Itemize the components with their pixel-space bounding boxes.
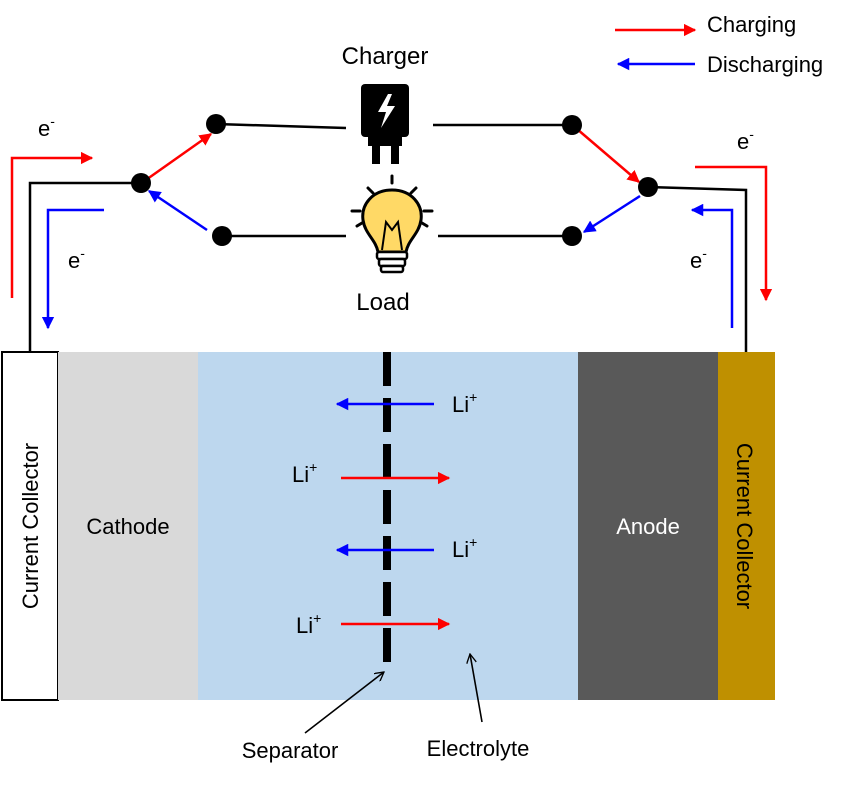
- charger-plug-icon: [361, 84, 409, 164]
- junction-dots: [131, 114, 658, 246]
- discharging-electron-arrow-right: [690, 203, 734, 328]
- legend: Charging Discharging: [615, 12, 823, 77]
- legend-charging-label: Charging: [707, 12, 796, 37]
- anode-label: Anode: [616, 514, 680, 539]
- discharging-switch-arrow-right: [582, 194, 641, 234]
- charging-electron-arrow-left: [10, 151, 94, 298]
- charger-wire-left: [215, 122, 347, 130]
- junction-dot: [562, 115, 582, 135]
- ion-label-1: Li+: [452, 389, 477, 417]
- load-label: Load: [356, 289, 409, 316]
- left-lead-wire: [28, 181, 141, 352]
- junction-dot: [131, 173, 151, 193]
- junction-dot: [638, 177, 658, 197]
- discharging-switch-arrow-left: [147, 189, 208, 232]
- ion-label-3: Li+: [452, 534, 477, 562]
- electron-label-mid-left: e-: [68, 245, 85, 273]
- electron-label-top-right: e-: [737, 126, 754, 154]
- charging-electron-arrow-right: [695, 165, 773, 302]
- electron-label-mid-right: e-: [690, 245, 707, 273]
- charging-switch-arrow-right: [576, 128, 640, 183]
- ion-label-4: Li+: [296, 610, 321, 638]
- ion-label-2: Li+: [292, 459, 317, 487]
- anode-layer: [578, 352, 718, 700]
- right-current-collector: [718, 352, 775, 700]
- junction-dot: [206, 114, 226, 134]
- discharging-electron-arrow-left: [41, 208, 104, 330]
- right-lead-wire: [647, 185, 748, 352]
- light-bulb-icon: [350, 174, 434, 274]
- junction-dot: [212, 226, 232, 246]
- charger-label: Charger: [342, 43, 429, 70]
- right-collector-label: Current Collector: [732, 443, 757, 609]
- left-current-collector: [1, 351, 59, 701]
- electrolyte-callout-arrow: [470, 654, 483, 723]
- electron-label-top-left: e-: [38, 113, 55, 141]
- left-collector-label: Current Collector: [18, 443, 43, 609]
- separator-callout-arrow: [304, 672, 384, 734]
- separator-callout-label: Separator: [242, 738, 339, 763]
- electrolyte-callout-label: Electrolyte: [427, 736, 530, 761]
- charging-switch-arrow-left: [142, 132, 213, 184]
- cathode-label: Cathode: [86, 514, 169, 539]
- battery-cell: Current Collector Cathode Anode Current …: [1, 351, 775, 701]
- legend-discharging-label: Discharging: [707, 52, 823, 77]
- external-circuit: [28, 122, 748, 352]
- cathode-layer: [58, 352, 198, 700]
- junction-dot: [562, 226, 582, 246]
